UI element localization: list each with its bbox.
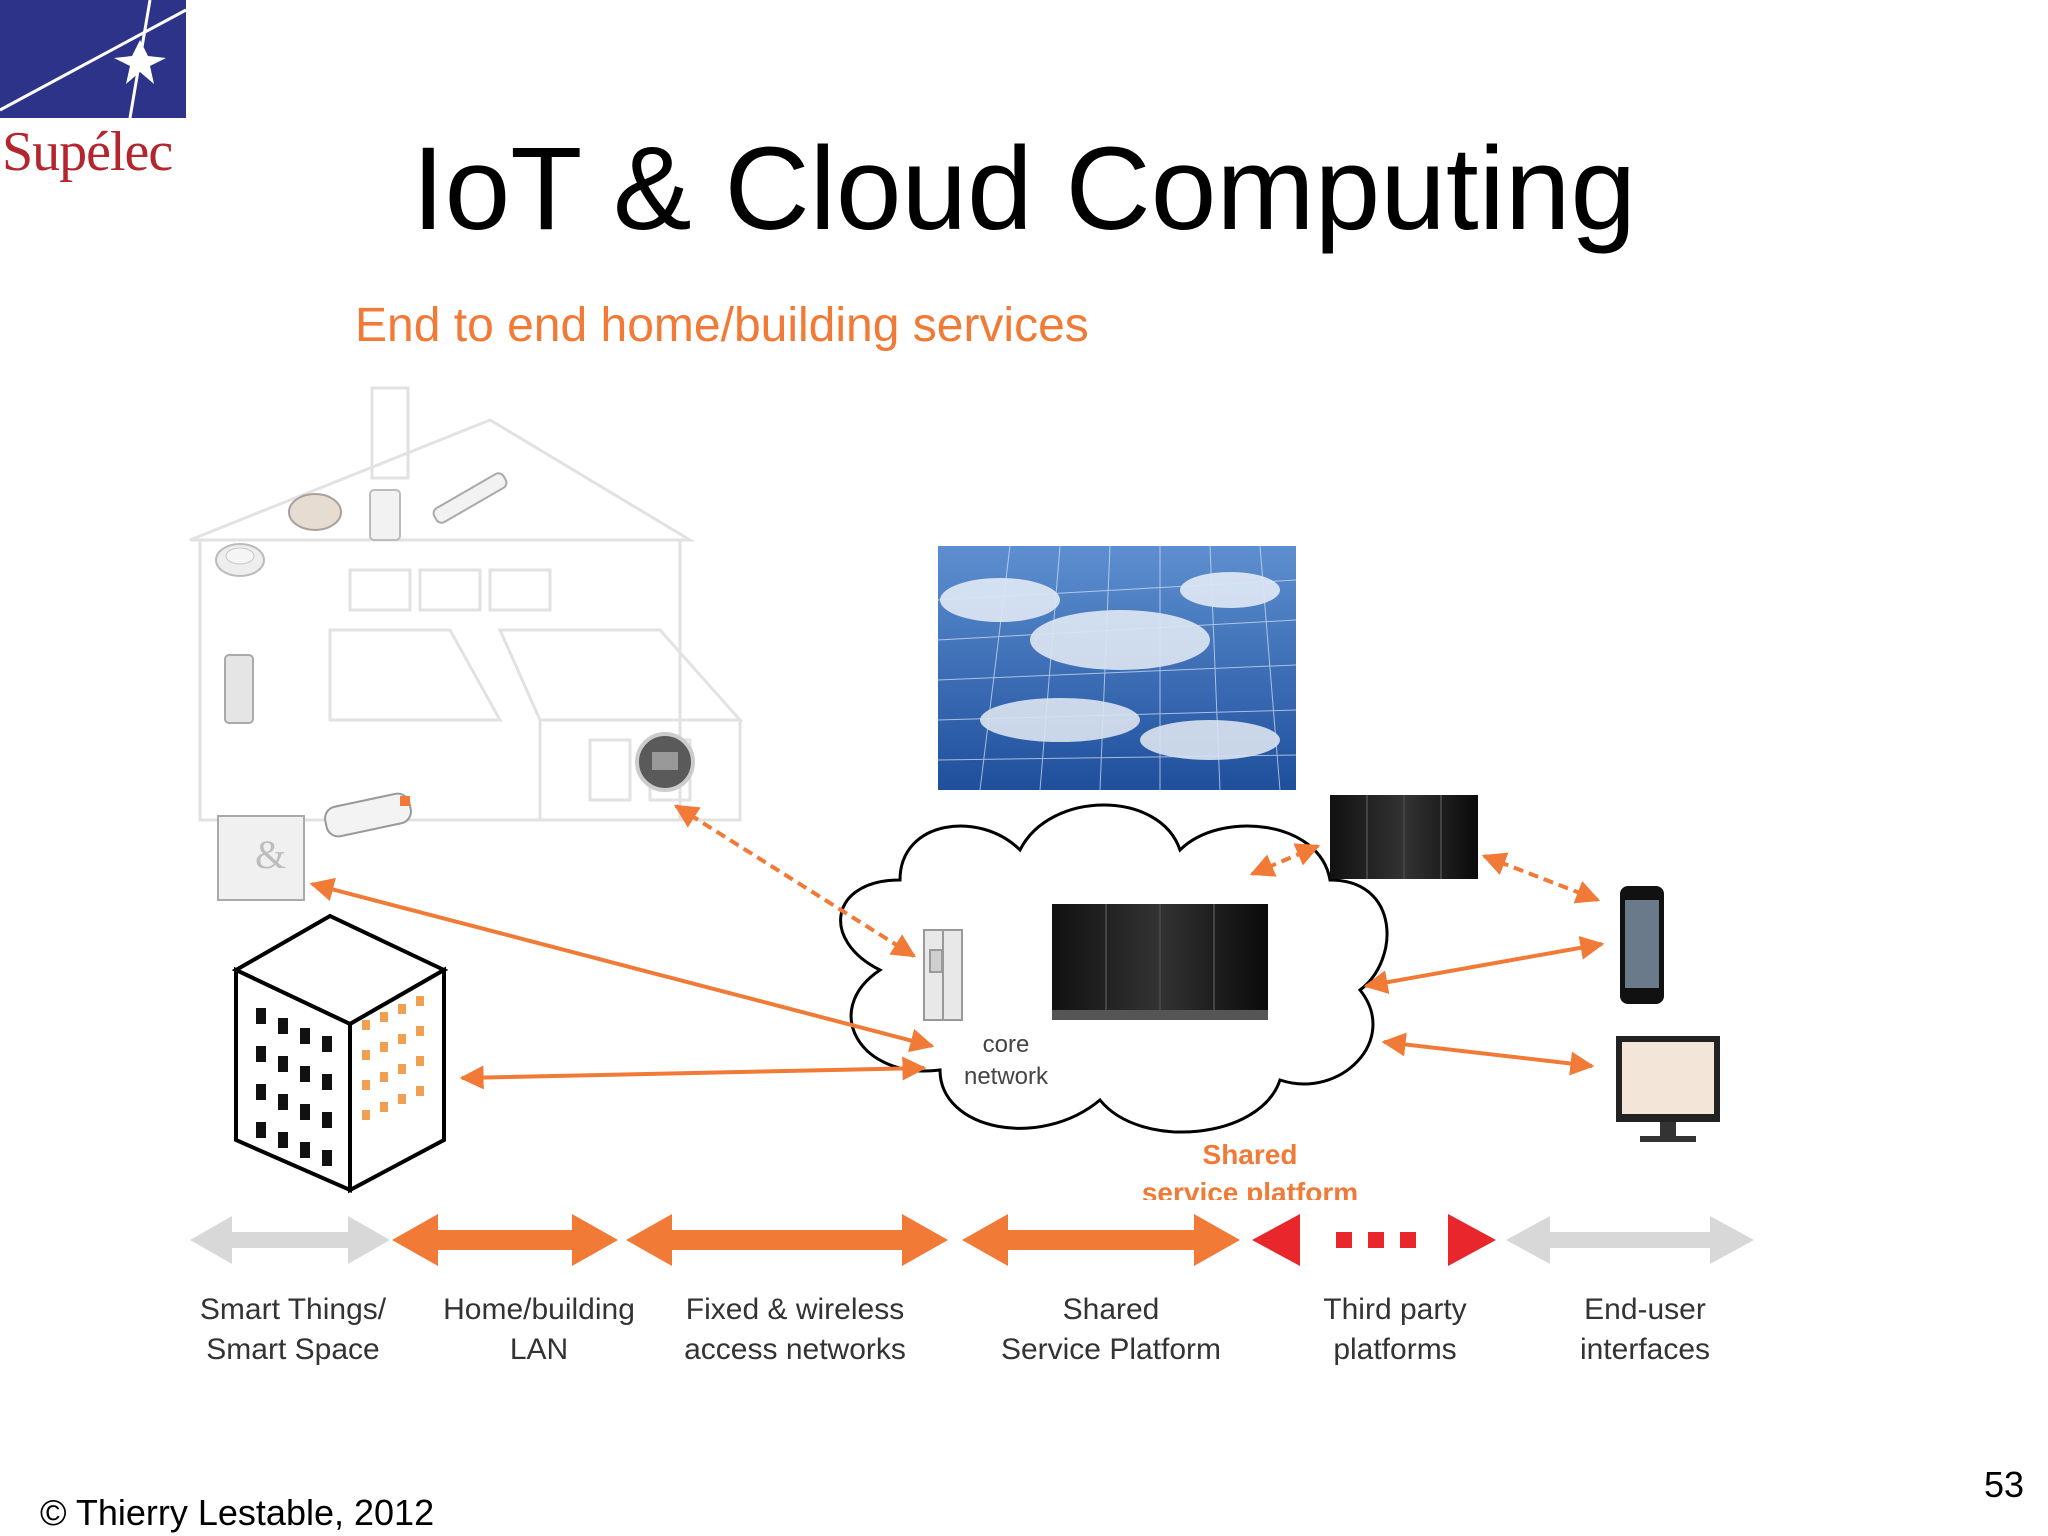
arrow-third-party (1252, 1214, 1496, 1266)
supelec-logo: Supélec (0, 0, 190, 190)
core-label-1: core (983, 1031, 1030, 1058)
server-to-phone-dashed-arrow (1481, 852, 1601, 904)
logo-text: Supélec (2, 121, 173, 183)
arrow-shared-platform (962, 1214, 1240, 1266)
core-to-monitor-arrow (1381, 1032, 1595, 1076)
motion-sensor-icon (369, 489, 401, 541)
arrow-home-lan (392, 1214, 618, 1266)
cloud-sky-photo (937, 545, 1297, 791)
camera-sensor-icon (635, 732, 695, 792)
smartphone-icon (1620, 886, 1664, 1004)
svg-text:&: & (255, 832, 286, 877)
thermostat-icon (224, 654, 254, 724)
arrow-access-networks (626, 1214, 948, 1266)
slide-subtitle: End to end home/building services (355, 299, 1089, 352)
architecture-diagram: & (189, 386, 1720, 1200)
building-to-core-arrow (459, 1056, 927, 1090)
usb-dongle-icon (324, 792, 412, 838)
layer-arrows (190, 1214, 1754, 1266)
copyright-footer: © Thierry Lestable, 2012 (40, 1492, 435, 1533)
shared-platform-label-1: Shared (1203, 1139, 1298, 1170)
category-smart-things: Smart Things/Smart Space (199, 1293, 387, 1366)
server-rack-small-icon (1330, 795, 1478, 879)
alarm-sensor-icon (288, 493, 342, 531)
remote-control-icon (432, 472, 508, 524)
arrow-end-user (1506, 1216, 1754, 1264)
server-rack-large-icon (1052, 904, 1268, 1020)
cloud-to-server-dashed-arrow (1249, 843, 1321, 877)
page-number: 53 (1983, 1464, 2024, 1505)
slide-title: IoT & Cloud Computing (411, 123, 1637, 255)
cell-tower-icon (923, 929, 963, 1021)
gateway-to-core-arrow (309, 877, 935, 1053)
monitor-icon (1616, 1036, 1720, 1142)
core-to-phone-arrow (1363, 935, 1605, 995)
gateway-box-icon: & (217, 815, 305, 901)
office-building-icon (231, 913, 449, 1194)
shared-platform-label-2: service platform (1142, 1177, 1358, 1200)
core-label-2: network (964, 1063, 1049, 1090)
logo-star-icon (0, 0, 186, 118)
arrow-smart-things (190, 1216, 390, 1264)
smoke-detector-icon (215, 543, 265, 577)
